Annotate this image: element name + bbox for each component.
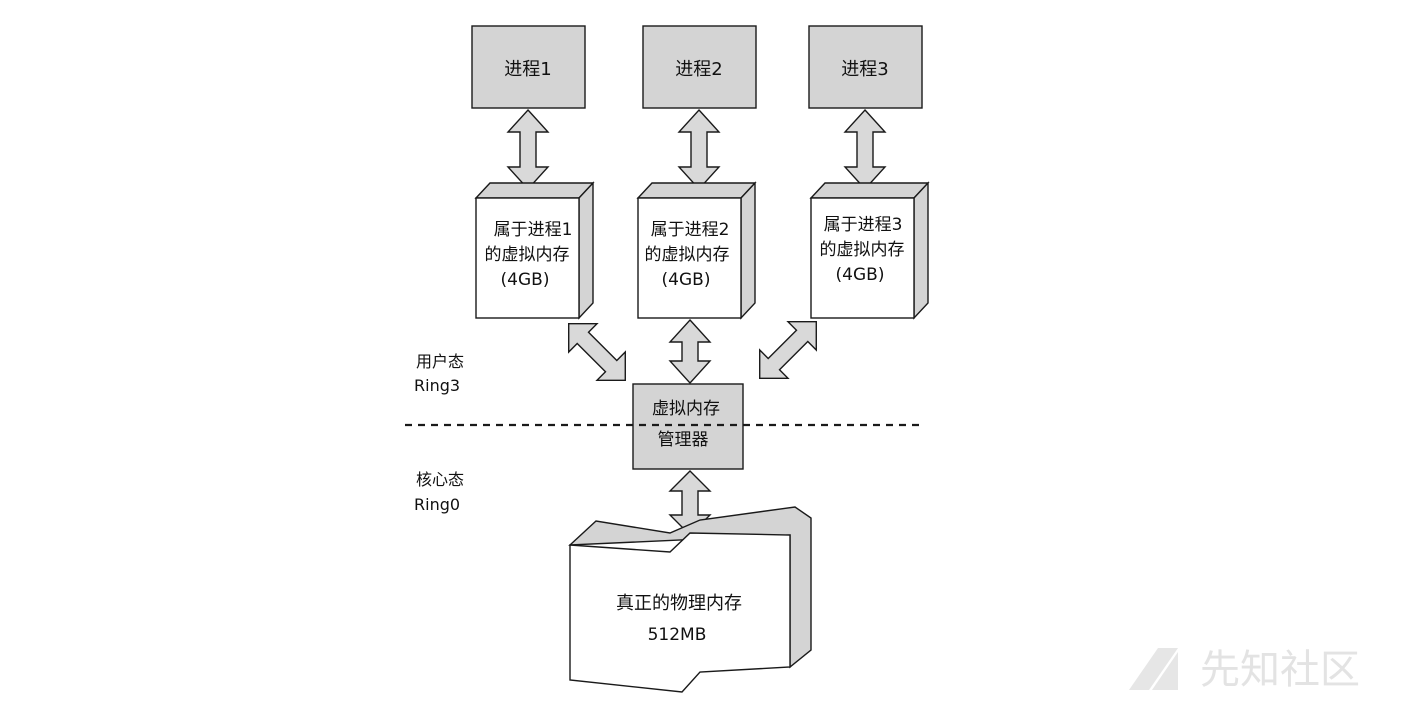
physical-memory-line2: 512MB — [648, 625, 707, 645]
user-mode-ring: Ring3 — [414, 376, 460, 395]
double-arrow-icon — [668, 318, 712, 385]
process-box-2-shape — [642, 25, 757, 109]
vm-box-2-top — [636, 182, 757, 199]
vmm-line2: 管理器 — [658, 430, 709, 450]
physical-memory-front — [569, 532, 791, 693]
process-1-label: 进程1 — [504, 59, 551, 80]
arrow-vm1-to-vmm — [568, 323, 626, 381]
vm-box-1-top — [474, 182, 595, 199]
virtual-memory-manager-box: 虚拟内存 管理器 — [632, 383, 744, 470]
vm-1-line2: 的虚拟内存 — [485, 245, 570, 265]
process-box-3-shape — [808, 25, 923, 109]
physical-memory-line1: 真正的物理内存 — [616, 593, 742, 614]
user-mode-label: 用户态 Ring3 — [414, 352, 464, 395]
vm-box-1-front — [475, 197, 580, 319]
process-box-2: 进程2 — [642, 25, 757, 109]
arrow-vm3-to-vmm — [759, 321, 817, 379]
double-arrow-icon — [568, 323, 626, 381]
vm-box-3-front — [810, 197, 915, 319]
arrow-process3-to-vm3 — [843, 108, 887, 191]
vm-2-line2: 的虚拟内存 — [645, 245, 730, 265]
arrow-vm2-to-vmm — [668, 318, 712, 385]
physical-memory-shape: 真正的物理内存 512MB — [568, 506, 812, 693]
watermark-logo-icon-part — [1152, 652, 1178, 690]
watermark-logo-icon — [1129, 648, 1178, 690]
process-3-label: 进程3 — [841, 59, 888, 80]
vm-1-line1: 属于进程1 — [494, 220, 573, 240]
virtual-memory-box-1: 属于进程1 的虚拟内存 (4GB) — [474, 181, 595, 320]
process-2-label: 进程2 — [675, 59, 722, 80]
double-arrow-icon — [759, 321, 817, 379]
vm-box-1-side — [578, 181, 594, 320]
kernel-mode-ring: Ring0 — [414, 495, 460, 514]
arrow-process1-to-vm1 — [506, 108, 550, 191]
user-mode-name: 用户态 — [416, 352, 464, 371]
double-arrow-icon — [506, 108, 550, 191]
vm-2-line3: (4GB) — [662, 270, 711, 290]
vm-box-2-front — [637, 197, 742, 319]
process-box-3: 进程3 — [808, 25, 923, 109]
watermark-text: 先知社区 — [1200, 647, 1360, 693]
process-box-1-shape — [471, 25, 586, 109]
vm-box-3-side — [913, 181, 929, 320]
kernel-mode-name: 核心态 — [416, 470, 464, 489]
vmm-line1: 虚拟内存 — [652, 399, 720, 419]
virtual-memory-box-2: 属于进程2 的虚拟内存 (4GB) — [636, 181, 757, 320]
arrow-process2-to-vm2 — [677, 108, 721, 191]
vm-3-line1: 属于进程3 — [824, 215, 903, 235]
vm-3-line3: (4GB) — [836, 265, 885, 285]
vm-box-3-top — [809, 182, 930, 199]
virtual-memory-box-3: 属于进程3 的虚拟内存 (4GB) — [809, 181, 930, 320]
vmm-box-shape — [632, 383, 744, 470]
vm-3-line2: 的虚拟内存 — [820, 240, 905, 260]
double-arrow-icon — [843, 108, 887, 191]
watermark: 先知社区 — [1129, 647, 1360, 693]
process-box-1: 进程1 — [471, 25, 586, 109]
double-arrow-icon — [677, 108, 721, 191]
kernel-mode-label: 核心态 Ring0 — [414, 470, 464, 514]
vm-box-2-side — [740, 181, 756, 320]
vm-1-line3: (4GB) — [501, 270, 550, 290]
vm-2-line1: 属于进程2 — [651, 220, 730, 240]
